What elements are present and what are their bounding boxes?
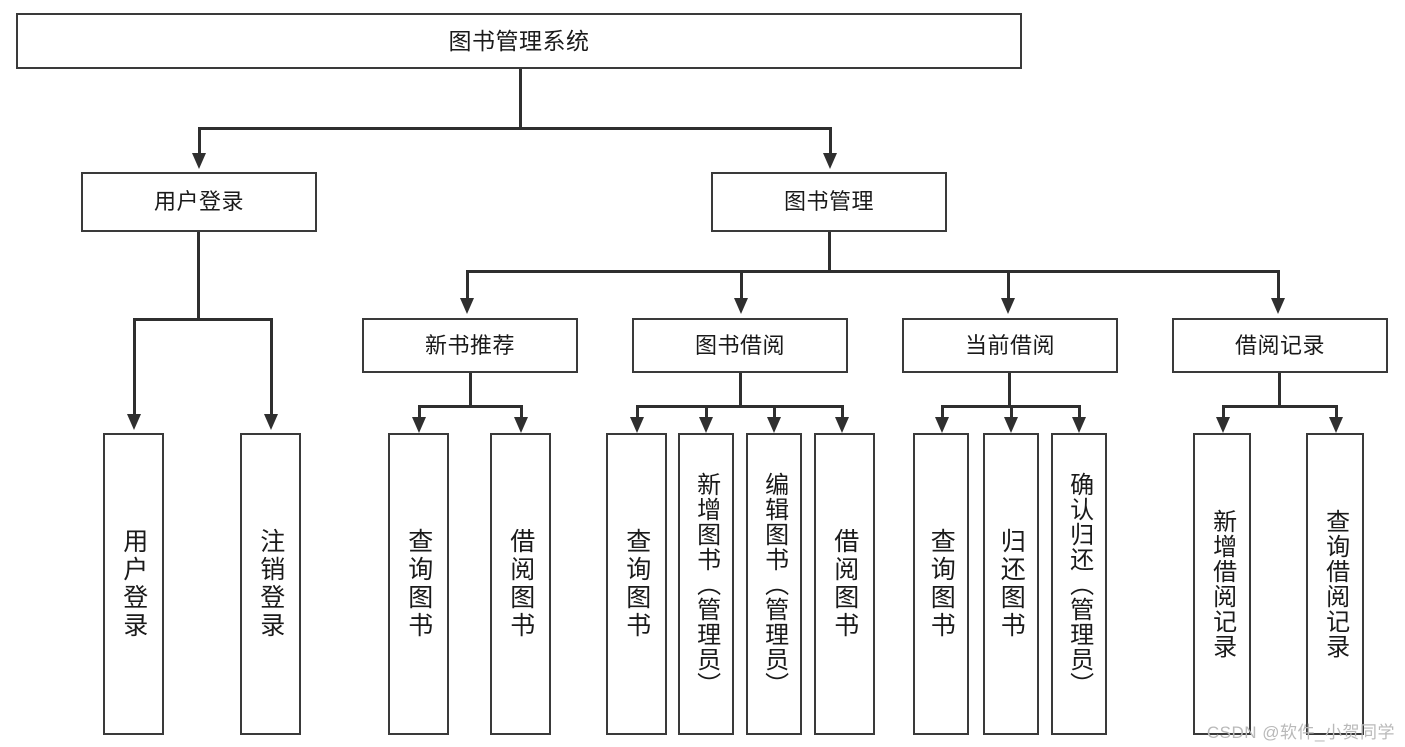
connector-book-manage-to-borrow-record bbox=[1277, 270, 1280, 300]
node-leaf-return-book[interactable]: 归还图书 bbox=[983, 433, 1039, 735]
node-user-login[interactable]: 用户登录 bbox=[81, 172, 317, 232]
node-leaf-query-book-1-label: 查询图书 bbox=[404, 528, 433, 640]
node-leaf-edit-book-label: 编辑图书（管理员） bbox=[760, 471, 788, 697]
node-book-borrow[interactable]: 图书借阅 bbox=[632, 318, 848, 373]
node-leaf-borrow-book-1[interactable]: 借阅图书 bbox=[490, 433, 551, 735]
node-leaf-query-book-2-label: 查询图书 bbox=[622, 528, 651, 640]
connector-book-borrow-to-q2 bbox=[636, 405, 639, 419]
connector-user-login-to-leaf-login bbox=[133, 318, 136, 416]
node-leaf-logout[interactable]: 注销登录 bbox=[240, 433, 301, 735]
node-leaf-query-book-2[interactable]: 查询图书 bbox=[606, 433, 667, 735]
connector-book-manage-to-book-borrow bbox=[740, 270, 743, 300]
node-leaf-query-book-1[interactable]: 查询图书 bbox=[388, 433, 449, 735]
node-leaf-add-borrow-record-label: 新增借阅记录 bbox=[1208, 509, 1236, 659]
node-leaf-confirm-return-label: 确认归还（管理员） bbox=[1065, 471, 1093, 697]
connector-borrow-record-to-qrec bbox=[1335, 405, 1338, 419]
connector-new-recommend-to-q1 bbox=[418, 405, 421, 419]
arrow-book-manage-to-current-borrow bbox=[1001, 298, 1015, 314]
node-leaf-borrow-book-2[interactable]: 借阅图书 bbox=[814, 433, 875, 735]
node-leaf-query-borrow-record[interactable]: 查询借阅记录 bbox=[1306, 433, 1364, 735]
arrow-book-borrow-to-q2 bbox=[630, 417, 644, 433]
connector-current-borrow-to-return bbox=[1010, 405, 1013, 419]
connector-book-manage-stem bbox=[828, 232, 831, 270]
node-book-borrow-label: 图书借阅 bbox=[694, 332, 785, 358]
node-root[interactable]: 图书管理系统 bbox=[16, 13, 1022, 69]
node-leaf-confirm-return[interactable]: 确认归还（管理员） bbox=[1051, 433, 1107, 735]
arrow-book-manage-to-book-borrow bbox=[734, 298, 748, 314]
connector-borrow-record-bus bbox=[1222, 405, 1338, 408]
connector-current-borrow-to-confirm bbox=[1078, 405, 1081, 419]
connector-borrow-record-stem bbox=[1278, 373, 1281, 405]
node-new-recommend[interactable]: 新书推荐 bbox=[362, 318, 578, 373]
node-leaf-user-login[interactable]: 用户登录 bbox=[103, 433, 164, 735]
connector-root-to-book-manage bbox=[829, 127, 832, 155]
arrow-borrow-record-to-addrec bbox=[1216, 417, 1230, 433]
connector-user-login-stem bbox=[197, 232, 200, 318]
connector-current-borrow-to-q3 bbox=[941, 405, 944, 419]
connector-root-to-user-login bbox=[198, 127, 201, 155]
connector-new-recommend-to-b1 bbox=[520, 405, 523, 419]
node-leaf-add-borrow-record[interactable]: 新增借阅记录 bbox=[1193, 433, 1251, 735]
connector-book-manage-bus bbox=[466, 270, 1280, 273]
node-current-borrow[interactable]: 当前借阅 bbox=[902, 318, 1118, 373]
node-borrow-record-label: 借阅记录 bbox=[1234, 332, 1325, 358]
arrow-book-manage-to-borrow-record bbox=[1271, 298, 1285, 314]
node-leaf-query-book-3-label: 查询图书 bbox=[927, 528, 956, 640]
arrow-root-to-user-login bbox=[192, 153, 206, 169]
connector-root-stem bbox=[519, 69, 522, 127]
node-leaf-logout-label: 注销登录 bbox=[256, 528, 285, 640]
node-leaf-query-book-3[interactable]: 查询图书 bbox=[913, 433, 969, 735]
connector-current-borrow-stem bbox=[1008, 373, 1011, 405]
arrow-current-borrow-to-confirm bbox=[1072, 417, 1086, 433]
connector-new-recommend-bus bbox=[418, 405, 523, 408]
node-new-recommend-label: 新书推荐 bbox=[424, 332, 515, 358]
arrow-book-borrow-to-edit bbox=[767, 417, 781, 433]
connector-new-recommend-stem bbox=[469, 373, 472, 405]
arrow-new-recommend-to-q1 bbox=[412, 417, 426, 433]
node-book-manage-label: 图书管理 bbox=[783, 189, 874, 215]
connector-user-login-to-leaf-logout bbox=[270, 318, 273, 416]
connector-book-manage-to-current-borrow bbox=[1007, 270, 1010, 300]
node-leaf-edit-book[interactable]: 编辑图书（管理员） bbox=[746, 433, 802, 735]
arrow-current-borrow-to-return bbox=[1004, 417, 1018, 433]
connector-root-bus bbox=[198, 127, 831, 130]
node-current-borrow-label: 当前借阅 bbox=[964, 332, 1055, 358]
arrow-user-login-to-leaf-login bbox=[127, 414, 141, 430]
node-leaf-add-book[interactable]: 新增图书（管理员） bbox=[678, 433, 734, 735]
node-leaf-query-borrow-record-label: 查询借阅记录 bbox=[1321, 509, 1349, 659]
node-leaf-add-book-label: 新增图书（管理员） bbox=[692, 471, 720, 697]
connector-user-login-bus bbox=[133, 318, 273, 321]
arrow-book-borrow-to-b2 bbox=[835, 417, 849, 433]
arrow-book-borrow-to-add bbox=[699, 417, 713, 433]
connector-book-borrow-to-edit bbox=[773, 405, 776, 419]
node-book-manage[interactable]: 图书管理 bbox=[711, 172, 947, 232]
node-root-label: 图书管理系统 bbox=[448, 27, 590, 54]
arrow-new-recommend-to-b1 bbox=[514, 417, 528, 433]
arrow-borrow-record-to-qrec bbox=[1329, 417, 1343, 433]
node-leaf-return-book-label: 归还图书 bbox=[997, 528, 1026, 640]
arrow-user-login-to-leaf-logout bbox=[264, 414, 278, 430]
node-leaf-user-login-label: 用户登录 bbox=[119, 528, 148, 640]
connector-book-borrow-to-add bbox=[705, 405, 708, 419]
node-leaf-borrow-book-1-label: 借阅图书 bbox=[506, 528, 535, 640]
connector-book-manage-to-new-recommend bbox=[466, 270, 469, 300]
arrow-book-manage-to-new-recommend bbox=[460, 298, 474, 314]
node-borrow-record[interactable]: 借阅记录 bbox=[1172, 318, 1388, 373]
node-user-login-label: 用户登录 bbox=[153, 189, 244, 215]
connector-book-borrow-bus bbox=[636, 405, 844, 408]
node-leaf-borrow-book-2-label: 借阅图书 bbox=[830, 528, 859, 640]
connector-book-borrow-to-b2 bbox=[841, 405, 844, 419]
connector-borrow-record-to-addrec bbox=[1222, 405, 1225, 419]
arrow-root-to-book-manage bbox=[823, 153, 837, 169]
arrow-current-borrow-to-q3 bbox=[935, 417, 949, 433]
connector-book-borrow-stem bbox=[739, 373, 742, 405]
